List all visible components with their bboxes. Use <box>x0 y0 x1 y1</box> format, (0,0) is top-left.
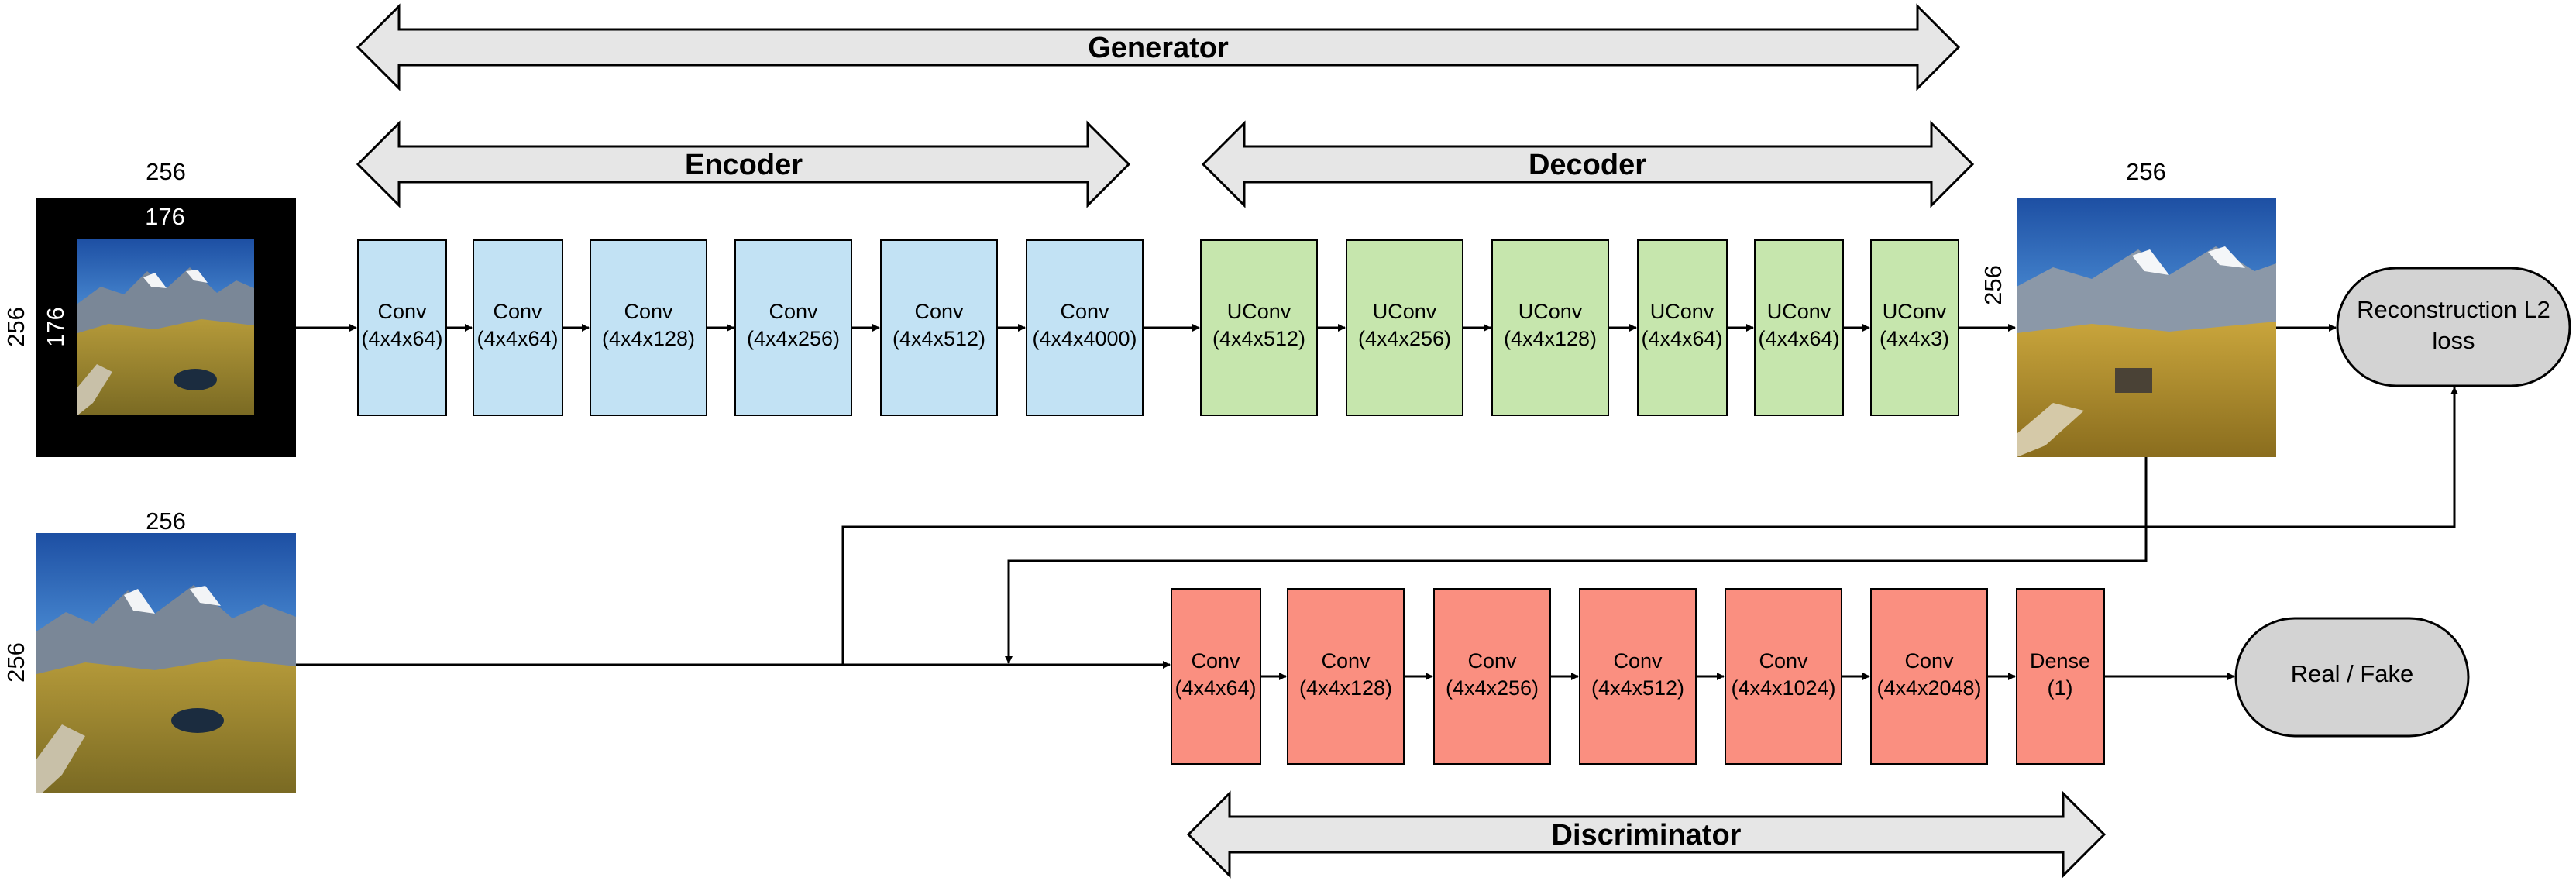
decoder-block-op: UConv <box>1373 300 1437 323</box>
decoder-block: UConv (4x4x3) <box>1870 239 1959 416</box>
decoder-block-shape: (4x4x256) <box>1358 327 1451 350</box>
encoder-block-op: Conv <box>914 300 964 323</box>
arrow-output-to-discriminator <box>1005 457 2148 664</box>
full-input-width-label: 256 <box>146 507 186 535</box>
full-input-height-label: 256 <box>2 642 29 683</box>
encoder-block: Conv (4x4x256) <box>734 239 852 416</box>
masked-input-image: 176 176 <box>36 198 296 457</box>
masked-outer-height-label: 256 <box>2 307 29 347</box>
output-height-label: 256 <box>1979 265 2007 305</box>
discriminator-block: Conv (4x4x2048) <box>1870 588 1988 765</box>
encoder-block: Conv (4x4x64) <box>357 239 447 416</box>
decoder-block-op: UConv <box>1518 300 1583 323</box>
discriminator-block: Conv (4x4x1024) <box>1725 588 1842 765</box>
discriminator-dense-block: Dense (1) <box>2016 588 2105 765</box>
discriminator-block-shape: (4x4x128) <box>1299 676 1392 700</box>
decoder-block-op: UConv <box>1227 300 1291 323</box>
discriminator-block-shape: (4x4x512) <box>1591 676 1684 700</box>
arrow-ground-truth-to-reconstruction <box>841 387 2458 665</box>
full-input-image <box>36 533 296 793</box>
decoder-label: Decoder <box>1529 149 1646 181</box>
encoder-block: Conv (4x4x128) <box>590 239 707 416</box>
discriminator-block-op: Conv <box>1467 649 1517 673</box>
encoder-block-shape: (4x4x64) <box>361 327 442 350</box>
encoder-block-shape: (4x4x256) <box>747 327 840 350</box>
encoder-block-op: Conv <box>377 300 427 323</box>
discriminator-label: Discriminator <box>1552 819 1742 851</box>
decoder-banner: Decoder <box>1201 120 1975 208</box>
decoder-block: UConv (4x4x128) <box>1491 239 1609 416</box>
reconstruction-loss-label-line1: Reconstruction L2 <box>2357 296 2550 323</box>
encoder-block-op: Conv <box>1060 300 1109 323</box>
masked-inner-height-label: 176 <box>42 307 69 347</box>
discriminator-block-op: Conv <box>1613 649 1663 673</box>
encoder-block-op: Conv <box>769 300 818 323</box>
decoder-block: UConv (4x4x256) <box>1346 239 1463 416</box>
encoder-label: Encoder <box>685 149 803 181</box>
real-fake-node: Real / Fake <box>2234 617 2470 738</box>
encoder-block: Conv (4x4x512) <box>880 239 998 416</box>
discriminator-block-op: Conv <box>1759 649 1808 673</box>
encoder-block-shape: (4x4x512) <box>892 327 985 350</box>
discriminator-block-shape: (1) <box>2048 676 2073 700</box>
reconstructed-output-image <box>2017 198 2276 457</box>
encoder-banner: Encoder <box>356 120 1131 208</box>
encoder-block-shape: (4x4x128) <box>602 327 695 350</box>
decoder-block-shape: (4x4x64) <box>1641 327 1722 350</box>
real-fake-label: Real / Fake <box>2291 660 2414 687</box>
discriminator-block-shape: (4x4x64) <box>1175 676 1256 700</box>
encoder-block-shape: (4x4x64) <box>476 327 558 350</box>
decoder-block-shape: (4x4x64) <box>1758 327 1839 350</box>
encoder-block-shape: (4x4x4000) <box>1032 327 1137 350</box>
masked-inner-width-label: 176 <box>145 203 185 230</box>
discriminator-block-shape: (4x4x1024) <box>1731 676 1835 700</box>
decoder-block: UConv (4x4x512) <box>1200 239 1318 416</box>
masked-outer-width-label: 256 <box>146 158 186 185</box>
discriminator-block: Conv (4x4x64) <box>1171 588 1261 765</box>
encoder-block-op: Conv <box>624 300 673 323</box>
decoder-block-shape: (4x4x128) <box>1504 327 1597 350</box>
encoder-block-op: Conv <box>493 300 542 323</box>
decoder-block-shape: (4x4x512) <box>1212 327 1305 350</box>
discriminator-block-shape: (4x4x256) <box>1446 676 1539 700</box>
discriminator-block: Conv (4x4x256) <box>1433 588 1551 765</box>
output-width-label: 256 <box>2126 158 2166 185</box>
connectors <box>296 324 2458 680</box>
reconstruction-loss-node: Reconstruction L2 loss <box>2336 267 2571 387</box>
discriminator-block-op: Conv <box>1904 649 1954 673</box>
decoder-block-shape: (4x4x3) <box>1880 327 1949 350</box>
discriminator-block-op: Conv <box>1321 649 1371 673</box>
discriminator-block: Conv (4x4x512) <box>1579 588 1697 765</box>
decoder-block-op: UConv <box>1767 300 1831 323</box>
encoder-block: Conv (4x4x64) <box>473 239 563 416</box>
decoder-block: UConv (4x4x64) <box>1754 239 1844 416</box>
discriminator-block-shape: (4x4x2048) <box>1876 676 1981 700</box>
generator-banner: Generator <box>356 3 1961 91</box>
decoder-block-op: UConv <box>1883 300 1947 323</box>
discriminator-block-op: Conv <box>1191 649 1240 673</box>
discriminator-block-op: Dense <box>2030 649 2090 673</box>
discriminator-banner: Discriminator <box>1186 790 2107 879</box>
discriminator-block: Conv (4x4x128) <box>1287 588 1405 765</box>
decoder-block-op: UConv <box>1650 300 1714 323</box>
reconstruction-loss-label-line2: loss <box>2432 327 2475 354</box>
generator-label: Generator <box>1088 32 1229 64</box>
encoder-block: Conv (4x4x4000) <box>1026 239 1144 416</box>
masked-input-landscape <box>77 239 254 415</box>
decoder-block: UConv (4x4x64) <box>1637 239 1728 416</box>
